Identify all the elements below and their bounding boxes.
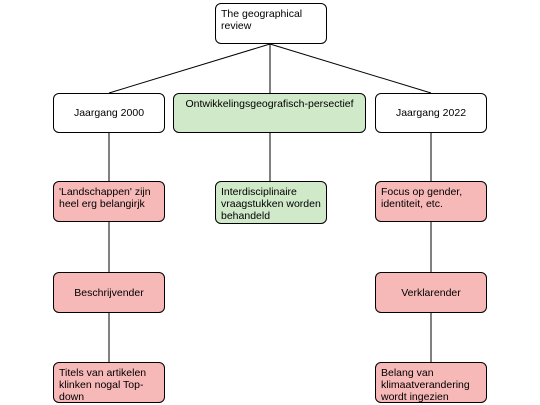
root-node: The geographical review <box>215 3 327 44</box>
right-header-label: Jaargang 2022 <box>395 107 467 119</box>
right-header-node: Jaargang 2022 <box>375 93 487 133</box>
right-item-3-node: Belang van klimaatverandering wordt inge… <box>375 362 487 403</box>
left-item-2-label: Beschrijvender <box>74 286 144 299</box>
right-item-2-node: Verklarender <box>375 272 487 313</box>
left-item-3-label: Titels van artikelen klinken nogal Top-d… <box>59 367 147 403</box>
left-header-node: Jaargang 2000 <box>53 93 165 133</box>
root-label: The geographical review <box>221 8 303 32</box>
middle-item-1-label: Interdisciplinaire vraagstukken worden b… <box>221 186 321 222</box>
left-item-1-label: 'Landschappen' zijn heel erg belangirjk <box>59 186 151 210</box>
edge-root-right <box>269 43 432 94</box>
right-item-2-label: Verklarender <box>401 286 461 299</box>
middle-item-1-node: Interdisciplinaire vraagstukken worden b… <box>215 181 327 224</box>
edge-root-left <box>108 43 271 94</box>
left-item-2-node: Beschrijvender <box>53 272 165 313</box>
left-item-1-node: 'Landschappen' zijn heel erg belangirjk <box>53 181 165 222</box>
right-item-1-label: Focus op gender, identiteit, etc. <box>381 186 463 210</box>
middle-header-node: Ontwikkelingsgeografisch-persectief <box>173 93 366 133</box>
left-header-label: Jaargang 2000 <box>73 107 145 119</box>
right-item-1-node: Focus op gender, identiteit, etc. <box>375 181 487 222</box>
middle-header-label: Ontwikkelingsgeografisch-persectief <box>185 98 354 110</box>
right-item-3-label: Belang van klimaatverandering wordt inge… <box>381 367 470 403</box>
left-item-3-node: Titels van artikelen klinken nogal Top-d… <box>53 362 165 403</box>
